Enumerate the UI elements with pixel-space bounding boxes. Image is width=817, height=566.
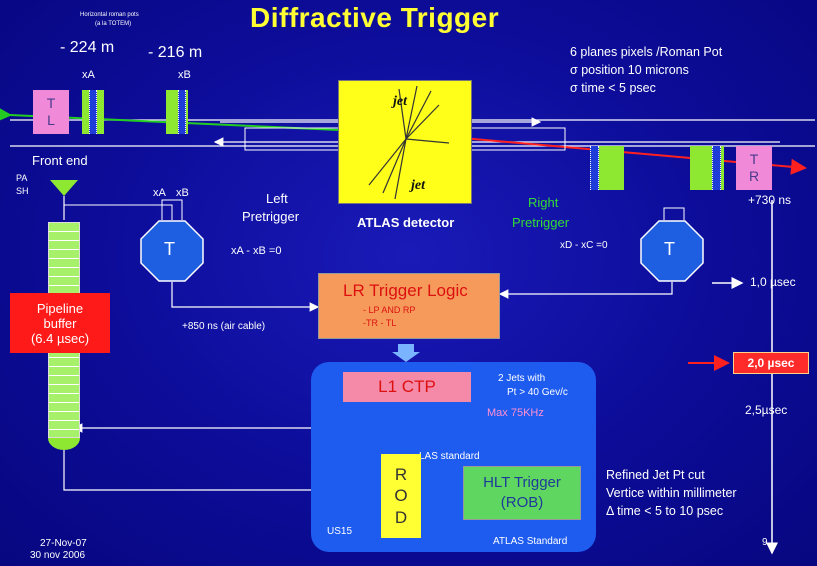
- l1-jets-line1: 2 Jets with: [498, 373, 546, 384]
- date-2: 30 nov 2006: [30, 550, 86, 561]
- refined-1: Refined Jet Pt cut: [606, 468, 705, 482]
- lower-xa-label: xA: [153, 187, 166, 199]
- timeline-730ns: +730 ns: [748, 193, 792, 207]
- left-magnet: [244, 127, 341, 151]
- distance-224: - 224 m: [60, 39, 115, 56]
- pipeline-line3: (6.4 µsec): [30, 330, 90, 346]
- us15-label: US15: [327, 526, 353, 537]
- atlas-detector-label: ATLAS detector: [357, 215, 455, 230]
- rod-box: R O D: [381, 454, 421, 538]
- refined-3: Δ time < 5 to 10 psec: [606, 504, 724, 518]
- front-end-label: Front end: [32, 153, 88, 168]
- wire-frontend-to-left-t: [64, 204, 173, 220]
- wire-left-t-up: [161, 199, 183, 220]
- timeline-2-0: 2,0 µsec: [747, 356, 795, 370]
- sh-label: SH: [16, 186, 29, 196]
- timeline-2-0-box: 2,0 µsec: [733, 352, 809, 374]
- left-pretrigger-line2: Pretrigger: [242, 209, 300, 224]
- pixels-note-2: σ position 10 microns: [570, 63, 689, 77]
- timeline-2-5: 2,5µsec: [745, 403, 788, 417]
- pixels-note-1: 6 planes pixels /Roman Pot: [570, 45, 723, 59]
- lr-logic-line1: - LP AND RP: [363, 305, 416, 315]
- pipeline-bottom-cap: [48, 438, 80, 450]
- tl-box: TL: [33, 90, 69, 134]
- right-t-octagon: [640, 220, 704, 282]
- date-1: 27-Nov-07: [40, 538, 87, 549]
- lower-xb-label: xB: [176, 187, 189, 199]
- right-pretrigger-line2: Pretrigger: [512, 215, 570, 230]
- jet-label-top: jet: [393, 94, 407, 109]
- page-number: 9: [762, 537, 768, 548]
- rod-standard: LAS standard: [419, 451, 480, 462]
- left-t-label: T: [164, 239, 175, 259]
- wire-right-t-to-lr: [498, 282, 673, 299]
- left-pretrigger-eq: xA - xB =0: [231, 245, 282, 257]
- left-pretrigger-line1: Left: [266, 191, 288, 206]
- wire-left-t-to-lr: [171, 282, 320, 312]
- pot-label-xa: xA: [82, 69, 95, 81]
- pipeline-line1: Pipeline: [36, 300, 84, 316]
- pixels-note-3: σ time < 5 psec: [570, 81, 656, 95]
- l1-ctp-box: L1 CTP: [343, 372, 471, 402]
- page-title: Diffractive Trigger: [250, 2, 500, 33]
- right-pretrigger-eq: xD - xC =0: [560, 240, 608, 251]
- pot-xd: [690, 146, 724, 190]
- refined-2: Vertice within millimeter: [606, 486, 737, 500]
- pipeline-line2: buffer: [43, 315, 77, 331]
- lr-to-l1-arrow: [392, 344, 420, 362]
- lr-trigger-logic: LR Trigger Logic - LP AND RP -TR - TL: [318, 273, 500, 339]
- roman-pots-note-line1: Horizontal roman pots: [80, 12, 139, 18]
- hlt-line1: HLT Trigger: [483, 473, 561, 491]
- pot-label-xb: xB: [178, 69, 191, 81]
- l1-ctp-label: L1 CTP: [378, 377, 436, 396]
- pipeline-buffer: Pipeline buffer (6.4 µsec): [10, 293, 110, 353]
- hlt-line2: (ROB): [500, 494, 544, 511]
- front-end-triangle: [50, 180, 78, 196]
- jet-label-bottom: jet: [411, 178, 425, 193]
- atlas-standard-label: ATLAS Standard: [493, 536, 568, 547]
- right-pretrigger-line1: Right: [528, 195, 559, 210]
- pot-xc: [590, 146, 624, 190]
- rod-o: O: [394, 486, 408, 506]
- pa-label: PA: [16, 173, 28, 183]
- timeline-1-0: 1,0 µsec: [750, 275, 796, 289]
- rod-r: R: [394, 465, 408, 485]
- atlas-detector: jet jet: [338, 80, 472, 204]
- air-cable-label: +850 ns (air cable): [182, 321, 266, 332]
- lr-logic-line2: -TR - TL: [363, 318, 397, 328]
- us15-panel: L1 CTP 2 Jets with Pt > 40 Gev/c Max 75K…: [311, 362, 596, 552]
- left-t-octagon: [140, 220, 204, 282]
- wire-pipeline-to-rod: [63, 450, 384, 495]
- jet-tracks: [368, 85, 450, 200]
- l1-jets-line2: Pt > 40 Gev/c: [507, 387, 568, 398]
- tl-label: TL: [46, 95, 56, 128]
- rod-d: D: [394, 507, 408, 527]
- roman-pots-note-line2: (a la TOTEM): [95, 21, 132, 27]
- pot-xb: [166, 90, 188, 134]
- wire-right-t-up: [663, 207, 685, 220]
- right-t-label: T: [664, 239, 675, 259]
- hlt-trigger-box: HLT Trigger (ROB): [463, 466, 581, 520]
- pot-xa: [82, 90, 104, 134]
- tr-box: TR: [736, 146, 772, 190]
- lr-logic-title: LR Trigger Logic: [343, 281, 468, 300]
- tr-label: TR: [748, 151, 760, 184]
- l1-rate: Max 75KHz: [487, 407, 544, 419]
- distance-216: - 216 m: [148, 44, 203, 61]
